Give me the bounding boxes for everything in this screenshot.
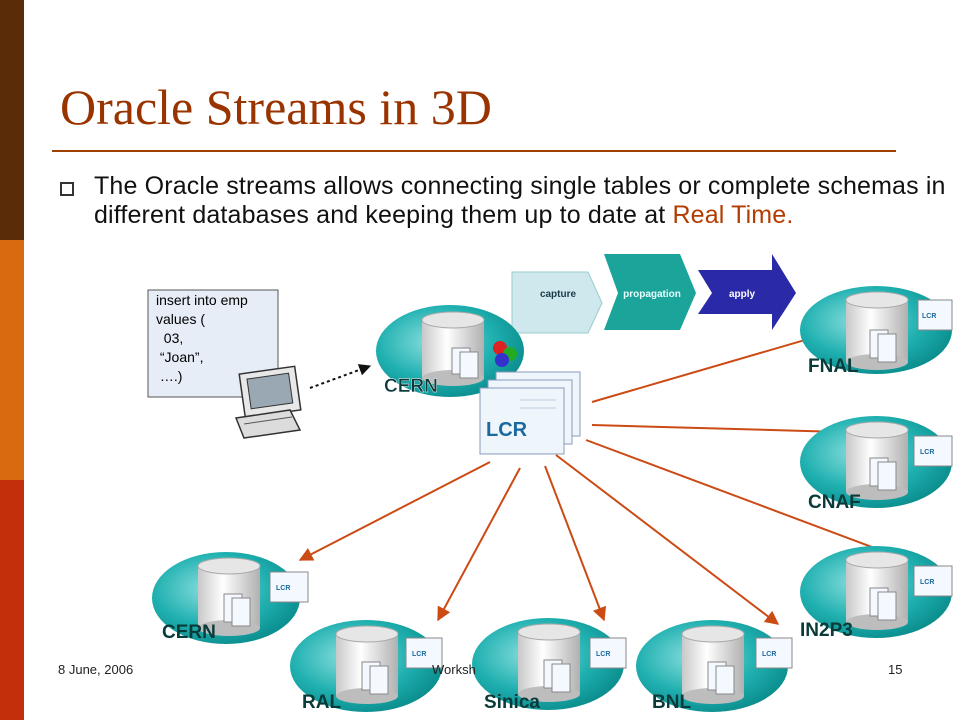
- in2p3-label: IN2P3: [800, 620, 853, 641]
- ral-label: RAL: [302, 692, 341, 713]
- svg-text:LCR: LCR: [920, 579, 934, 586]
- source-cern-label: CERN: [384, 376, 438, 397]
- footer-page-number: 15: [888, 662, 903, 677]
- code-line-5: ….): [156, 368, 182, 384]
- cnaf-label: CNAF: [808, 492, 861, 513]
- svg-text:LCR: LCR: [920, 449, 934, 456]
- arrow-to-sinica: [544, 465, 607, 622]
- bnl-label: BNL: [652, 692, 691, 713]
- svg-text:LCR: LCR: [762, 651, 776, 658]
- node-source-cern: CERN: [376, 305, 524, 397]
- svg-text:LCR: LCR: [922, 313, 936, 320]
- node-ral: LCR RAL: [290, 620, 443, 713]
- svg-text:LCR: LCR: [596, 651, 610, 658]
- code-line-2: values (: [156, 311, 205, 327]
- arrow-to-ral: [437, 467, 521, 622]
- pipeline-apply: apply: [729, 289, 756, 300]
- arrow-to-bnl: [555, 454, 780, 625]
- svg-text:LCR: LCR: [412, 651, 426, 658]
- code-line-1: insert into emp: [156, 292, 248, 308]
- pipeline: capture propagation apply: [511, 254, 796, 334]
- side-band-bottom: [0, 480, 24, 720]
- svg-text:LCR: LCR: [276, 585, 290, 592]
- pipeline-capture: capture: [540, 289, 577, 300]
- input-arrow: [309, 364, 372, 389]
- node-cnaf: LCR CNAF: [800, 416, 953, 513]
- node-bnl: LCR BNL: [636, 620, 793, 713]
- bullet-icon: [60, 182, 74, 196]
- code-line-4: “Joan”,: [156, 349, 203, 365]
- arrow-to-cern: [298, 461, 491, 561]
- side-band-top: [0, 0, 24, 240]
- node-in2p3: LCR IN2P3: [800, 546, 953, 641]
- fnal-label: FNAL: [808, 356, 859, 377]
- node-cern: LCR CERN: [152, 552, 309, 644]
- arrow-to-in2p3: [585, 439, 914, 565]
- bullet-main-text: The Oracle streams allows connecting sin…: [94, 172, 946, 229]
- side-band-middle: [0, 240, 24, 480]
- bullet-text: The Oracle streams allows connecting sin…: [94, 172, 954, 230]
- cern-target-label: CERN: [162, 622, 216, 643]
- sinica-label: Sinica: [484, 692, 540, 713]
- pipeline-propagation: propagation: [623, 289, 681, 300]
- title-rule: [52, 150, 896, 152]
- node-fnal: LCR FNAL: [800, 286, 953, 377]
- footer-date: 8 June, 2006: [58, 662, 134, 677]
- lcr-label: LCR: [486, 419, 528, 441]
- lcr-stack: LCR: [479, 371, 581, 455]
- code-line-3: 03,: [156, 330, 183, 346]
- bullet-highlight-text: Real Time.: [672, 201, 794, 229]
- footer-middle: Worksh: [432, 662, 476, 677]
- computer-icon: [234, 365, 302, 439]
- slide-title: Oracle Streams in 3D: [60, 79, 492, 135]
- node-sinica: LCR Sinica: [472, 618, 627, 713]
